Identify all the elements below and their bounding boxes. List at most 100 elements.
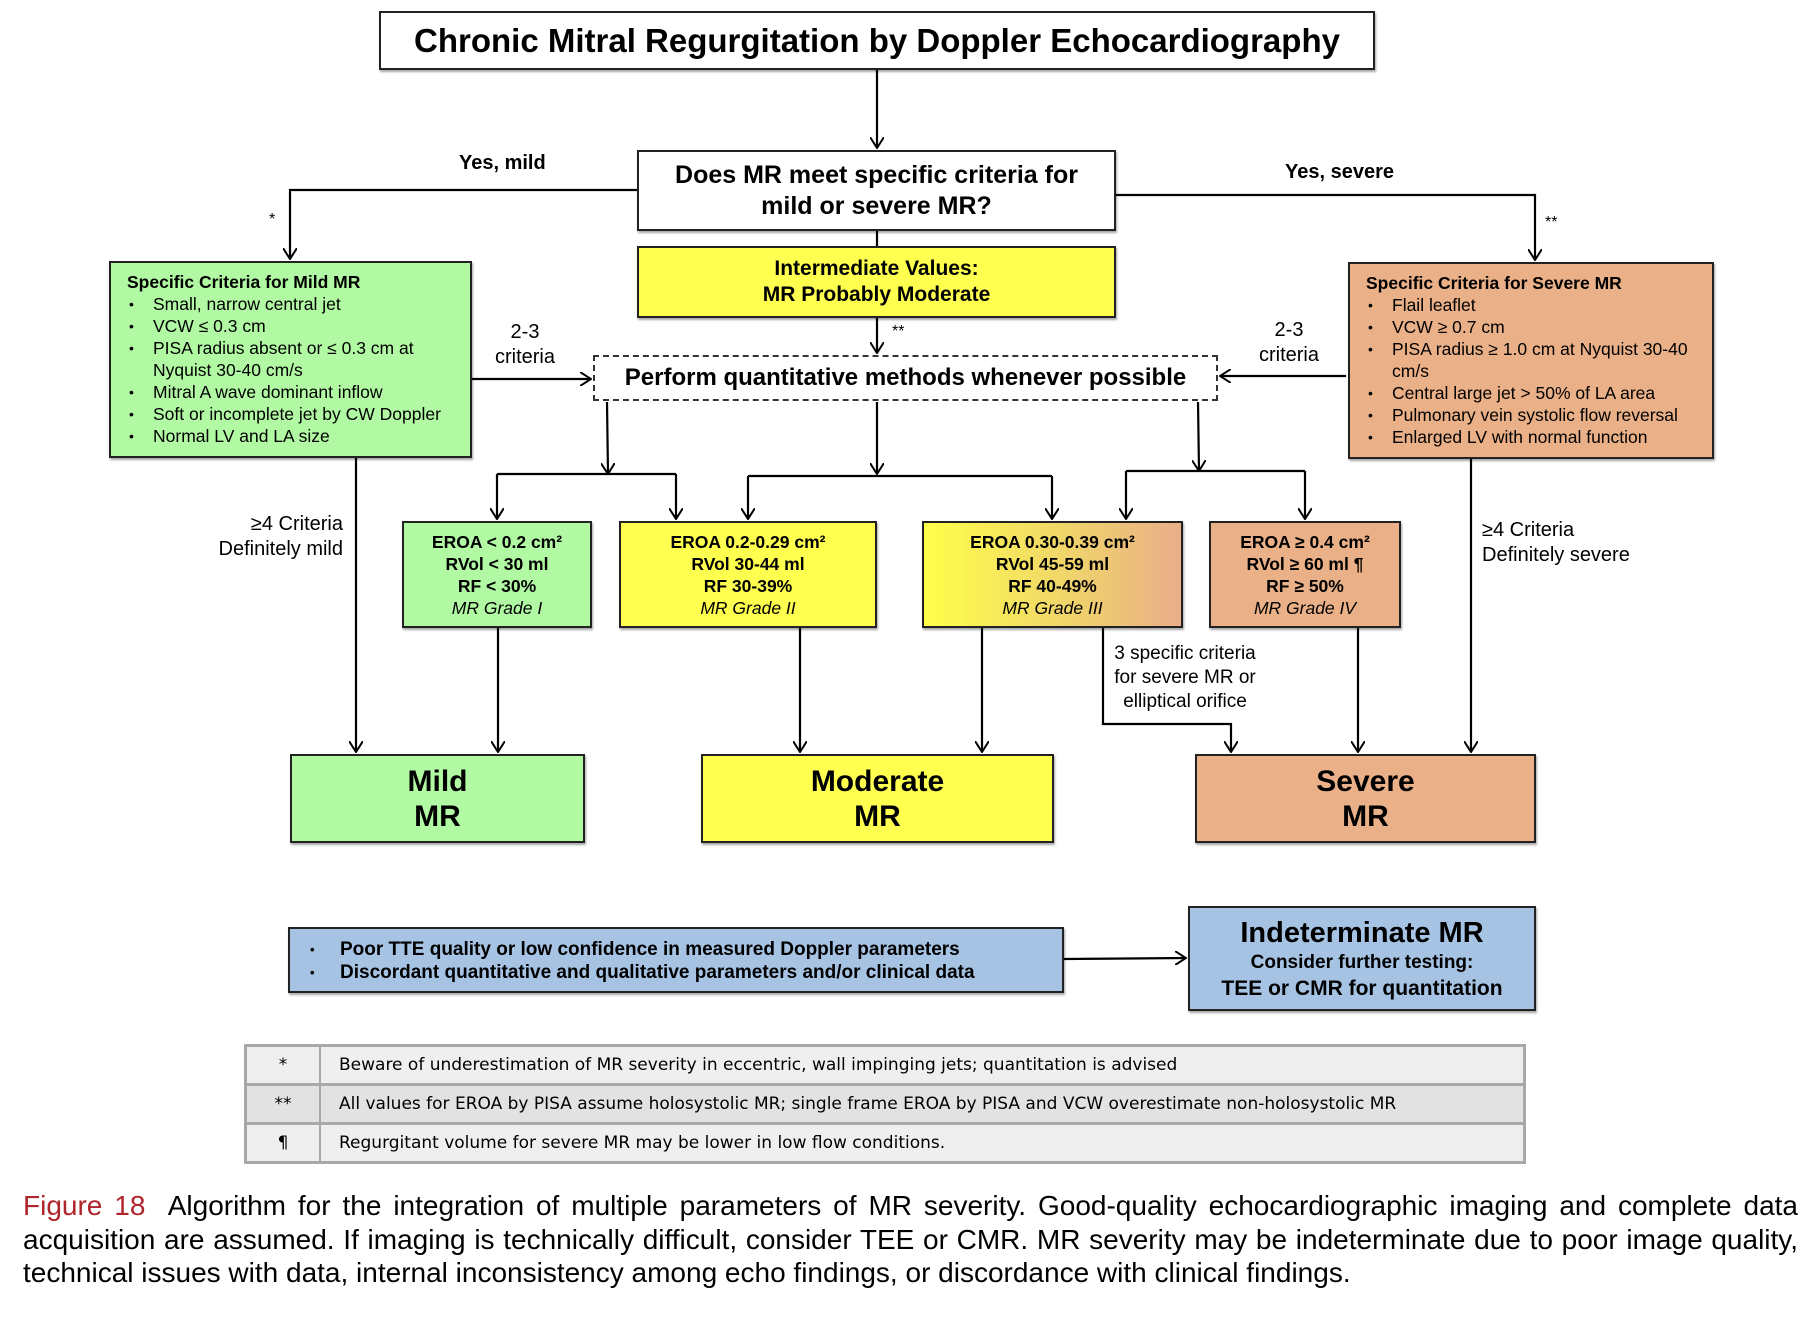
grade-rvol: RVol < 30 ml: [445, 553, 549, 574]
grade-rf: RF < 30%: [457, 575, 537, 596]
footnote-text: Regurgitant volume for severe MR may be …: [320, 1122, 1525, 1163]
footnote-row: ** All values for EROA by PISA assume ho…: [245, 1083, 1525, 1124]
footnote-text: Beware of underestimation of MR severity…: [320, 1044, 1525, 1085]
grade-rvol: RVol ≥ 60 ml ¶: [1246, 553, 1364, 574]
final-label: MR: [854, 799, 901, 833]
footnotes-table: * Beware of underestimation of MR severi…: [244, 1044, 1526, 1164]
grade-eroa: EROA < 0.2 cm²: [431, 531, 563, 552]
grade-label: MR Grade IV: [1253, 597, 1357, 618]
indeterminate-mr-box: Indeterminate MR Consider further testin…: [1188, 906, 1536, 1011]
mild-criteria-header: Specific Criteria for Mild MR: [127, 272, 361, 292]
figure-label: Figure 18: [23, 1190, 146, 1221]
arrow-quant-right: [1198, 401, 1199, 471]
severe-2-3-criteria-label: 2-3 criteria: [1252, 318, 1326, 368]
mild-criterion: Normal LV and LA size: [127, 425, 460, 447]
final-label: MR: [1342, 799, 1389, 833]
final-label: Severe: [1316, 764, 1415, 798]
final-moderate-mr-box: Moderate MR: [701, 754, 1054, 843]
mild-criterion: VCW ≤ 0.3 cm: [127, 315, 460, 337]
criteria-count-text: 2-3: [1274, 319, 1304, 341]
mild-criterion: PISA radius absent or ≤ 0.3 cm at Nyquis…: [127, 337, 460, 381]
note-line: for severe MR or: [1114, 667, 1256, 688]
diagram-title: Chronic Mitral Regurgitation by Doppler …: [379, 11, 1375, 70]
severe-criterion: Enlarged LV with normal function: [1366, 426, 1702, 448]
mild-footnote-marker: *: [269, 211, 276, 228]
mild-criteria-box: Specific Criteria for Mild MR Small, nar…: [109, 261, 472, 458]
quality-issue: Poor TTE quality or low confidence in me…: [310, 938, 1062, 961]
question-line-1: Does MR meet specific criteria for: [675, 160, 1078, 189]
final-severe-mr-box: Severe MR: [1195, 754, 1536, 843]
grade-1-box: EROA < 0.2 cm² RVol < 30 ml RF < 30% MR …: [402, 521, 592, 628]
final-label: Mild: [407, 764, 468, 798]
grade-4-box: EROA ≥ 0.4 cm² RVol ≥ 60 ml ¶ RF ≥ 50% M…: [1209, 521, 1401, 628]
definitely-mild-text: Definitely mild: [218, 538, 343, 560]
severe-criterion: Flail leaflet: [1366, 294, 1702, 316]
severe-criterion: VCW ≥ 0.7 cm: [1366, 316, 1702, 338]
note-line: elliptical orifice: [1123, 691, 1247, 712]
note-line: 3 specific criteria: [1114, 643, 1256, 664]
definitely-mild-label: ≥4 Criteria Definitely mild: [203, 512, 343, 562]
mild-criteria-list: Small, narrow central jet VCW ≤ 0.3 cm P…: [127, 293, 460, 447]
intermediate-values-box: Intermediate Values: MR Probably Moderat…: [637, 246, 1116, 318]
arrow-yes-severe: [1116, 193, 1535, 260]
question-line-2: mild or severe MR?: [761, 191, 992, 220]
criteria-word-text: criteria: [494, 346, 555, 368]
grade-eroa: EROA ≥ 0.4 cm²: [1240, 531, 1370, 552]
criteria-count-text: 2-3: [510, 321, 540, 343]
mild-criterion: Soft or incomplete jet by CW Doppler: [127, 403, 460, 425]
definitely-severe-text: Definitely severe: [1482, 544, 1630, 566]
arrow-quant-left: [607, 401, 608, 474]
arrow-yes-mild: [290, 188, 637, 259]
question-box: Does MR meet specific criteria for mild …: [637, 150, 1116, 231]
yes-mild-label: Yes, mild: [459, 152, 546, 174]
severe-criterion: PISA radius ≥ 1.0 cm at Nyquist 30-40 cm…: [1366, 338, 1702, 382]
severe-criteria-header: Specific Criteria for Severe MR: [1366, 273, 1622, 293]
final-label: MR: [414, 799, 461, 833]
intermediate-footnote-marker: **: [892, 323, 905, 340]
grade-rvol: RVol 30-44 ml: [691, 553, 805, 574]
grade-3-box: EROA 0.30-0.39 cm² RVol 45-59 ml RF 40-4…: [922, 521, 1183, 628]
grade-label: MR Grade II: [700, 597, 796, 618]
yes-severe-label: Yes, severe: [1285, 161, 1394, 183]
grade-rvol: RVol 45-59 ml: [995, 553, 1110, 574]
quantitative-methods-box: Perform quantitative methods whenever po…: [593, 355, 1218, 401]
mild-criterion: Small, narrow central jet: [127, 293, 460, 315]
grade-2-box: EROA 0.2-0.29 cm² RVol 30-44 ml RF 30-39…: [619, 521, 877, 628]
quality-issues-list: Poor TTE quality or low confidence in me…: [310, 938, 1062, 984]
grade-label: MR Grade III: [1002, 597, 1103, 618]
caption-text: Algorithm for the integration of multipl…: [23, 1190, 1798, 1288]
mild-2-3-criteria-label: 2-3 criteria: [488, 320, 562, 370]
grade3-severe-note: 3 specific criteria for severe MR or ell…: [1100, 642, 1270, 714]
diagram-title-text: Chronic Mitral Regurgitation by Doppler …: [414, 21, 1340, 59]
footnote-symbol: **: [245, 1083, 321, 1124]
definitely-severe-count: ≥4 Criteria: [1482, 519, 1575, 541]
final-mild-mr-box: Mild MR: [290, 754, 585, 843]
grade-rf: RF ≥ 50%: [1266, 575, 1344, 596]
intermediate-line-1: Intermediate Values:: [774, 257, 979, 280]
indeterminate-line-2: TEE or CMR for quantitation: [1221, 976, 1503, 1000]
grade-eroa: EROA 0.30-0.39 cm²: [970, 531, 1135, 552]
definitely-mild-count: ≥4 Criteria: [250, 513, 343, 535]
final-label: Moderate: [810, 764, 945, 798]
indeterminate-line-1: Consider further testing:: [1250, 951, 1474, 973]
intermediate-line-2: MR Probably Moderate: [762, 283, 991, 306]
severe-criterion: Central large jet > 50% of LA area: [1366, 382, 1702, 404]
footnote-row: * Beware of underestimation of MR severi…: [245, 1044, 1525, 1085]
arrow-quality-to-indeterminate: [1063, 958, 1186, 959]
definitely-severe-label: ≥4 Criteria Definitely severe: [1482, 518, 1630, 568]
severe-criteria-box: Specific Criteria for Severe MR Flail le…: [1348, 262, 1714, 459]
indeterminate-title: Indeterminate MR: [1240, 916, 1484, 949]
footnote-text: All values for EROA by PISA assume holos…: [320, 1083, 1525, 1124]
footnote-symbol: ¶: [245, 1122, 321, 1163]
quantitative-methods-text: Perform quantitative methods whenever po…: [624, 364, 1187, 391]
severe-criteria-list: Flail leaflet VCW ≥ 0.7 cm PISA radius ≥…: [1366, 294, 1702, 448]
grade-label: MR Grade I: [451, 597, 543, 618]
criteria-word-text: criteria: [1258, 344, 1319, 366]
quality-issues-box: Poor TTE quality or low confidence in me…: [288, 927, 1064, 993]
grade-rf: RF 30-39%: [703, 575, 793, 596]
mild-criterion: Mitral A wave dominant inflow: [127, 381, 460, 403]
figure-caption: Figure 18 Algorithm for the integration …: [23, 1189, 1798, 1290]
quality-issue: Discordant quantitative and qualitative …: [310, 961, 1062, 984]
grade-eroa: EROA 0.2-0.29 cm²: [670, 531, 826, 552]
footnote-row: ¶ Regurgitant volume for severe MR may b…: [245, 1122, 1525, 1163]
